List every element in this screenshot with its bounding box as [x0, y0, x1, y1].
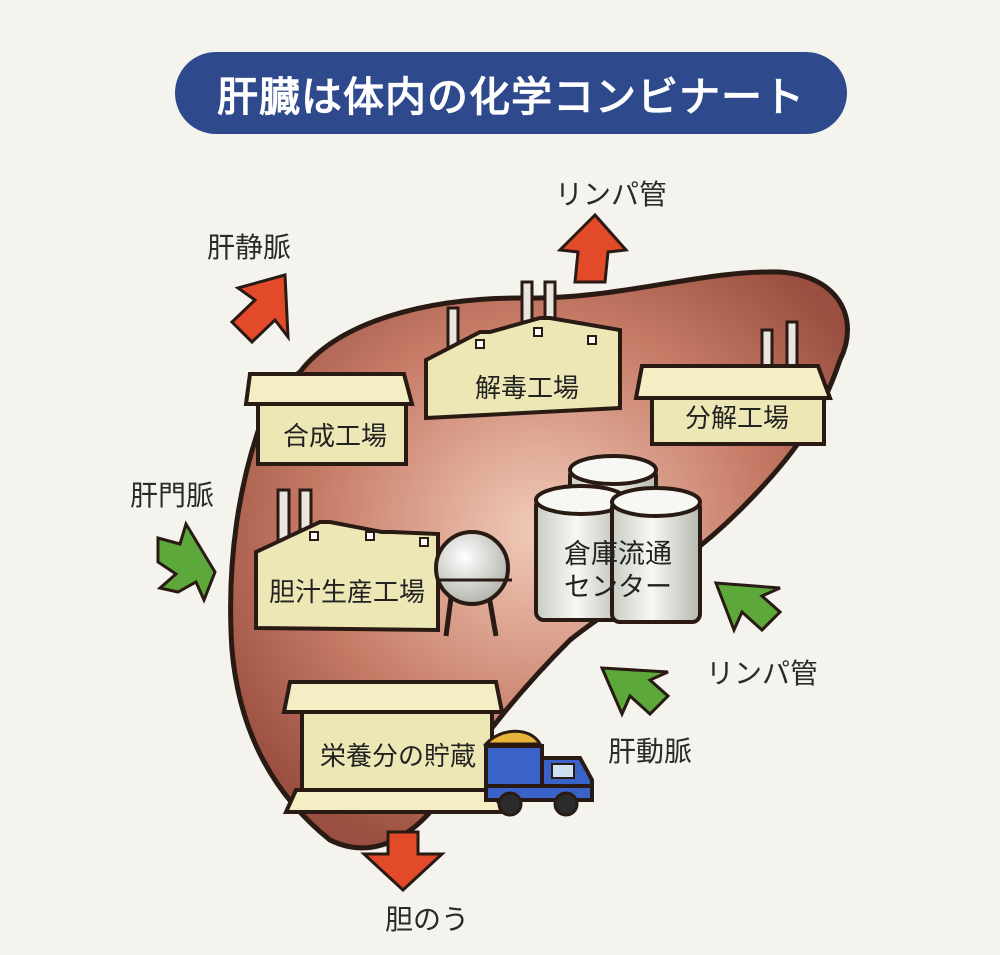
nutrient-storage-label: 栄養分の貯蔵: [319, 742, 476, 772]
gallbladder-label: 胆のう: [385, 903, 470, 936]
truck-icon: [482, 729, 594, 817]
page-title: 肝臓は体内の化学コンビナート: [217, 73, 805, 121]
synthesis-factory-label: 合成工場: [282, 422, 387, 452]
nutrient-storage-building: [281, 680, 508, 814]
lymph-out-label: リンパ管: [555, 178, 668, 211]
warehouse-label: 倉庫流通 センター: [528, 538, 708, 604]
bile-production-factory: [254, 488, 440, 633]
title-banner: 肝臓は体内の化学コンビナート: [175, 52, 847, 134]
gallbladder-arrow-icon: [360, 830, 446, 893]
hepatic-vein-label: 肝静脈: [207, 231, 292, 264]
storage-tank-icon: [534, 454, 702, 624]
decomposition-factory-label: 分解工場: [684, 404, 789, 434]
warehouse-label-line1: 倉庫流通: [564, 539, 672, 570]
sphere-tank-icon: [434, 530, 512, 637]
lymph-in-arrow-icon: [713, 581, 783, 634]
portal-vein-arrow-icon: [156, 520, 217, 604]
hepatic-artery-label: 肝動脈: [608, 735, 693, 768]
detox-factory: [424, 280, 622, 421]
hepatic-vein-arrow-icon: [229, 273, 290, 345]
lymph-out-arrow-icon: [556, 212, 630, 284]
lymph-in-label: リンパ管: [706, 657, 819, 690]
detox-factory-label: 解毒工場: [474, 374, 579, 404]
hepatic-artery-arrow-icon: [599, 666, 671, 718]
warehouse-label-line2: センター: [564, 572, 672, 603]
synthesis-factory: [243, 372, 415, 466]
decomposition-factory: [633, 320, 833, 446]
portal-vein-label: 肝門脈: [130, 479, 215, 512]
bile-production-factory-label: 胆汁生産工場: [268, 578, 425, 608]
